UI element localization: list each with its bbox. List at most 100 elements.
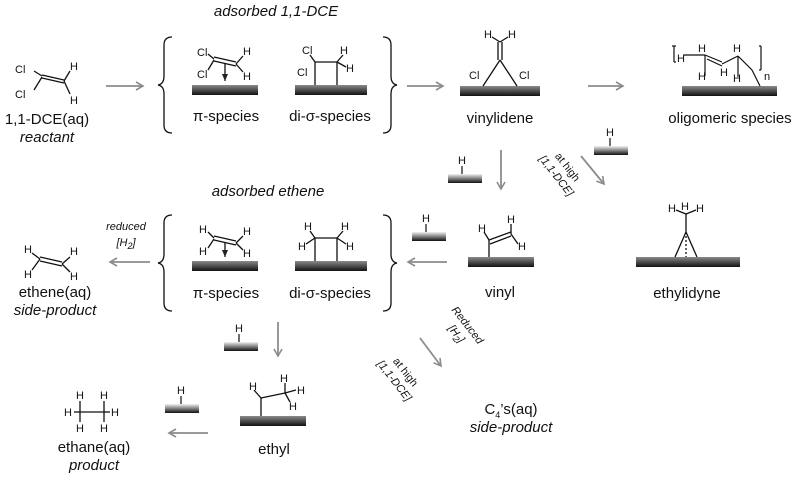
vinyl-h-1: H — [478, 223, 486, 235]
disigma-ethene-h-1: H — [304, 221, 312, 233]
arrow-vinylidene-to-ethylidyne — [580, 155, 606, 186]
surface-pi-dce — [192, 85, 258, 95]
pi-dce-cl-1: Cl — [197, 47, 207, 59]
ethane-aq-name: ethane(aq) — [58, 439, 131, 456]
ethene-aq-h-4: H — [70, 271, 78, 283]
brace-left-1 — [157, 36, 173, 134]
vinyl-h-3: H — [518, 241, 526, 253]
pi-ethene-h-3: H — [243, 226, 251, 238]
ethene-aq-h-1: H — [24, 244, 32, 256]
ethyl-molecule — [253, 383, 297, 416]
oligomeric-h-2: H — [698, 43, 706, 55]
vinylidene-h-1: H — [484, 29, 492, 41]
pi-species-label-2: π-species — [193, 285, 259, 302]
surface-ethyl — [240, 416, 306, 426]
dce-cl-bottom: Cl — [15, 89, 25, 101]
h-surface-4-h: H — [235, 323, 243, 335]
dce-role: reactant — [20, 129, 75, 146]
ethylidyne-label: ethylidyne — [653, 285, 721, 302]
oligomeric-h-1: H — [677, 53, 685, 65]
brace-left-2 — [157, 214, 173, 312]
surface-pi-ethene — [192, 261, 258, 271]
vinyl-molecule — [483, 224, 519, 257]
disigma-ethene-h-3: H — [341, 221, 349, 233]
oligomeric-label: oligomeric species — [668, 110, 791, 127]
ethene-aq-h-2: H — [24, 269, 32, 281]
surface-disigma-dce — [295, 85, 367, 95]
pi-ethene-molecule — [207, 231, 244, 257]
pi-dce-h-1: H — [243, 46, 251, 58]
h-surface-1-h: H — [458, 155, 466, 167]
vinyl-h-2: H — [507, 214, 515, 226]
oligomeric-h-4: H — [720, 67, 728, 79]
ethene-aq-name: ethene(aq) — [19, 284, 92, 301]
disigma-ethene-molecule — [305, 230, 347, 261]
pi-ethene-h-4: H — [243, 248, 251, 260]
ethyl-h-2: H — [280, 373, 288, 385]
pi-ethene-h-2: H — [199, 246, 207, 258]
arrow-vinyl-to-c4 — [419, 337, 442, 368]
ethane-aq-role: product — [68, 457, 120, 474]
ethyl-label: ethyl — [258, 441, 290, 458]
di-sigma-label-2: di-σ-species — [289, 285, 371, 302]
disigma-ethene-h-4: H — [346, 241, 354, 253]
ethene-aq-role: side-product — [14, 302, 97, 319]
surface-disigma-ethene — [295, 261, 367, 271]
ethene-aq-molecule — [31, 252, 71, 273]
h-surface-3-h: H — [422, 213, 430, 225]
vinylidene-cl-1: Cl — [469, 70, 479, 82]
ethane-aq-h-1: H — [64, 407, 72, 419]
vinylidene-cl-2: Cl — [519, 70, 529, 82]
brace-right-2 — [382, 214, 398, 312]
c4-name: C4’s(aq) — [484, 401, 537, 420]
brace-right-1 — [382, 36, 398, 134]
dce-structure — [33, 70, 71, 95]
surface-vinyl — [468, 257, 534, 267]
h-surface-1 — [448, 174, 482, 183]
condition-ethylidyne: at high [1,1-DCE] — [536, 151, 582, 200]
disigma-ethene-h-2: H — [298, 241, 306, 253]
disigma-dce-cl-1: Cl — [297, 67, 307, 79]
cond-ethene-h2: [H2] — [115, 237, 136, 251]
dce-h-bottom: H — [70, 95, 78, 107]
ethane-aq-h-6: H — [111, 407, 119, 419]
surface-oligomeric — [682, 86, 777, 96]
oligomeric-h-3: H — [698, 71, 706, 83]
pi-ethene-h-1: H — [199, 224, 207, 236]
disigma-dce-h-1: H — [340, 45, 348, 57]
cond-ethene-reduced: reduced — [106, 221, 147, 233]
ethane-aq-h-4: H — [100, 390, 108, 402]
di-sigma-label-1: di-σ-species — [289, 108, 371, 125]
heading-adsorbed-dce: adsorbed 1,1-DCE — [214, 3, 339, 20]
h-surface-3 — [412, 232, 446, 241]
ethyl-h-1: H — [249, 381, 257, 393]
pi-species-label-1: π-species — [193, 108, 259, 125]
ethyl-h-3: H — [297, 385, 305, 397]
ethylidyne-molecule — [674, 209, 698, 258]
dce-cl-top: Cl — [15, 64, 25, 76]
vinylidene-label: vinylidene — [467, 110, 534, 127]
disigma-dce-h-2: H — [346, 63, 354, 75]
oligomeric-h-6: H — [733, 73, 741, 85]
h-surface-5 — [165, 404, 199, 413]
disigma-dce-cl-2: Cl — [302, 45, 312, 57]
surface-vinylidene — [460, 86, 540, 96]
h-surface-2 — [594, 146, 628, 155]
condition-c4-reduced: Reduced [H2] — [445, 304, 486, 347]
ethylidyne-h-1: H — [668, 203, 676, 215]
oligomeric-molecule — [672, 45, 762, 87]
ethylidyne-h-3: H — [681, 201, 689, 213]
ethane-aq-h-2: H — [76, 390, 84, 402]
heading-adsorbed-ethene: adsorbed ethene — [212, 183, 325, 200]
pi-dce-h-2: H — [243, 71, 251, 83]
vinylidene-molecule — [482, 36, 518, 87]
ethane-aq-h-5: H — [100, 423, 108, 435]
ethene-aq-h-3: H — [70, 246, 78, 258]
ethane-aq-h-3: H — [76, 423, 84, 435]
dce-h-top: H — [70, 61, 78, 73]
disigma-dce-molecule — [309, 54, 347, 85]
c4-role: side-product — [470, 419, 553, 436]
surface-ethylidyne — [636, 257, 740, 267]
